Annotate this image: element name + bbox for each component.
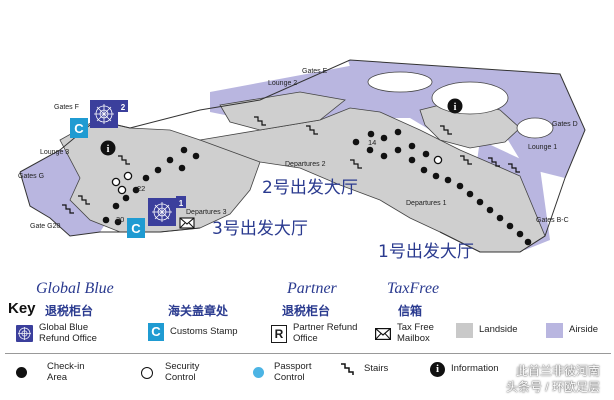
header-taxfree: TaxFree: [387, 280, 440, 297]
security-ring-icon: [141, 366, 153, 379]
legend-stairs: Stairs: [340, 362, 388, 376]
legend-checkin-text: Check-in Area: [47, 361, 85, 383]
svg-text:i: i: [454, 102, 457, 113]
legend-landside: Landside: [456, 323, 518, 338]
global-blue-office-icon: [90, 100, 118, 128]
mailbox-icon: [179, 217, 195, 229]
legend-divider: [5, 353, 611, 354]
svg-text:i: i: [107, 144, 110, 155]
legend-partner-text: Partner Refund Office: [293, 322, 358, 344]
label-gates-bc: Gates B-C: [536, 217, 569, 224]
airside-swatch: [546, 323, 563, 338]
header-global-blue-zh: 退税柜台: [45, 304, 94, 318]
label-gates-d: Gates D: [552, 121, 578, 128]
info-icon: i: [447, 98, 463, 114]
label-checkin-22: 22: [137, 184, 145, 193]
key-title: Key: [8, 300, 36, 317]
office-number-badge: [176, 196, 186, 208]
global-blue-office-icon: [148, 198, 176, 226]
office-number-badge: [118, 100, 128, 112]
info-icon: i: [430, 362, 445, 377]
header-taxfree-zh: 信箱: [398, 304, 423, 318]
legend-landside-text: Landside: [479, 324, 518, 336]
customs-stamp-icon: C: [148, 323, 164, 341]
legend-customs: C Customs Stamp: [148, 323, 238, 341]
legend-mailbox-text: Tax Free Mailbox: [397, 322, 434, 344]
stairs-icon: [341, 363, 354, 375]
legend-mailbox: Tax Free Mailbox: [375, 322, 445, 344]
passport-control-icon: [253, 367, 264, 378]
legend-passport: Passport Control: [253, 361, 324, 383]
partner-refund-icon: R: [271, 324, 287, 343]
pier-oval-east: [367, 71, 433, 93]
legend-information: i Information: [430, 362, 499, 377]
legend-stairs-text: Stairs: [364, 362, 389, 374]
office-number: 1: [179, 199, 184, 208]
label-gates-f: Gates F: [54, 104, 79, 111]
airport-map: i i 2 C 1 C Gat: [18, 59, 586, 262]
legend-global-blue: Global Blue Refund Office: [16, 322, 117, 344]
watermark-line-1: 此首兰非彼河南: [515, 364, 600, 378]
hall-3-label: 3号出发大厅: [212, 219, 308, 239]
label-gate-g20: Gate G20: [30, 223, 60, 230]
label-lounge-3: Lounge 3: [40, 149, 69, 156]
label-lounge-1: Lounge 1: [528, 144, 557, 151]
legend-security: Security Control: [141, 361, 217, 383]
checkin-dot-icon: [16, 367, 27, 378]
header-partner: Partner: [287, 280, 337, 297]
watermark-line-2: 头条号 / 环欧足层: [505, 380, 600, 394]
legend-customs-text: Customs Stamp: [170, 325, 238, 337]
label-gates-e: Gates E: [302, 68, 328, 75]
hall-2-label: 2号出发大厅: [262, 178, 358, 198]
label-gates-g: Gates G: [18, 173, 44, 180]
label-lounge-2: Lounge 2: [268, 80, 297, 87]
legend-passport-text: Passport Control: [274, 361, 312, 383]
label-checkin-14: 14: [368, 138, 376, 147]
label-departures-3: Departures 3: [186, 209, 227, 216]
label-checkin-30: 30: [116, 215, 124, 224]
mailbox-icon: [375, 327, 391, 340]
customs-stamp-symbol: C: [74, 121, 84, 136]
checkin-dots: [102, 128, 532, 246]
info-icon: i: [100, 140, 116, 156]
pier-oval-south: [516, 117, 554, 139]
legend-airside-text: Airside: [569, 324, 599, 336]
customs-stamp-icon: [127, 218, 145, 238]
header-customs-zh: 海关盖章处: [168, 304, 229, 318]
legend-global-blue-text: Global Blue Refund Office: [39, 322, 97, 344]
stairs-symbols: [62, 116, 520, 214]
legend-checkin: Check-in Area: [16, 361, 103, 383]
label-departures-2: Departures 2: [285, 161, 326, 168]
legend-information-text: Information: [451, 363, 499, 375]
global-blue-icon: [16, 325, 33, 342]
landside-swatch: [456, 323, 473, 338]
office-number: 2: [121, 103, 126, 112]
security-rings: [111, 155, 443, 195]
pier-oval-north: [431, 81, 509, 115]
legend-headers: Global Blue 退税柜台 海关盖章处 Partner 退税柜台 TaxF…: [0, 280, 614, 320]
customs-stamp-icon: [70, 118, 88, 138]
legend-airside: Airside: [546, 323, 598, 338]
customs-stamp-symbol: C: [131, 221, 141, 236]
label-departures-1: Departures 1: [406, 200, 447, 207]
hall-1-label: 1号出发大厅: [378, 242, 474, 262]
header-global-blue: Global Blue: [36, 280, 114, 297]
legend-security-text: Security Control: [165, 361, 200, 383]
header-partner-zh: 退税柜台: [282, 304, 331, 318]
legend-partner: R Partner Refund Office: [271, 322, 365, 344]
